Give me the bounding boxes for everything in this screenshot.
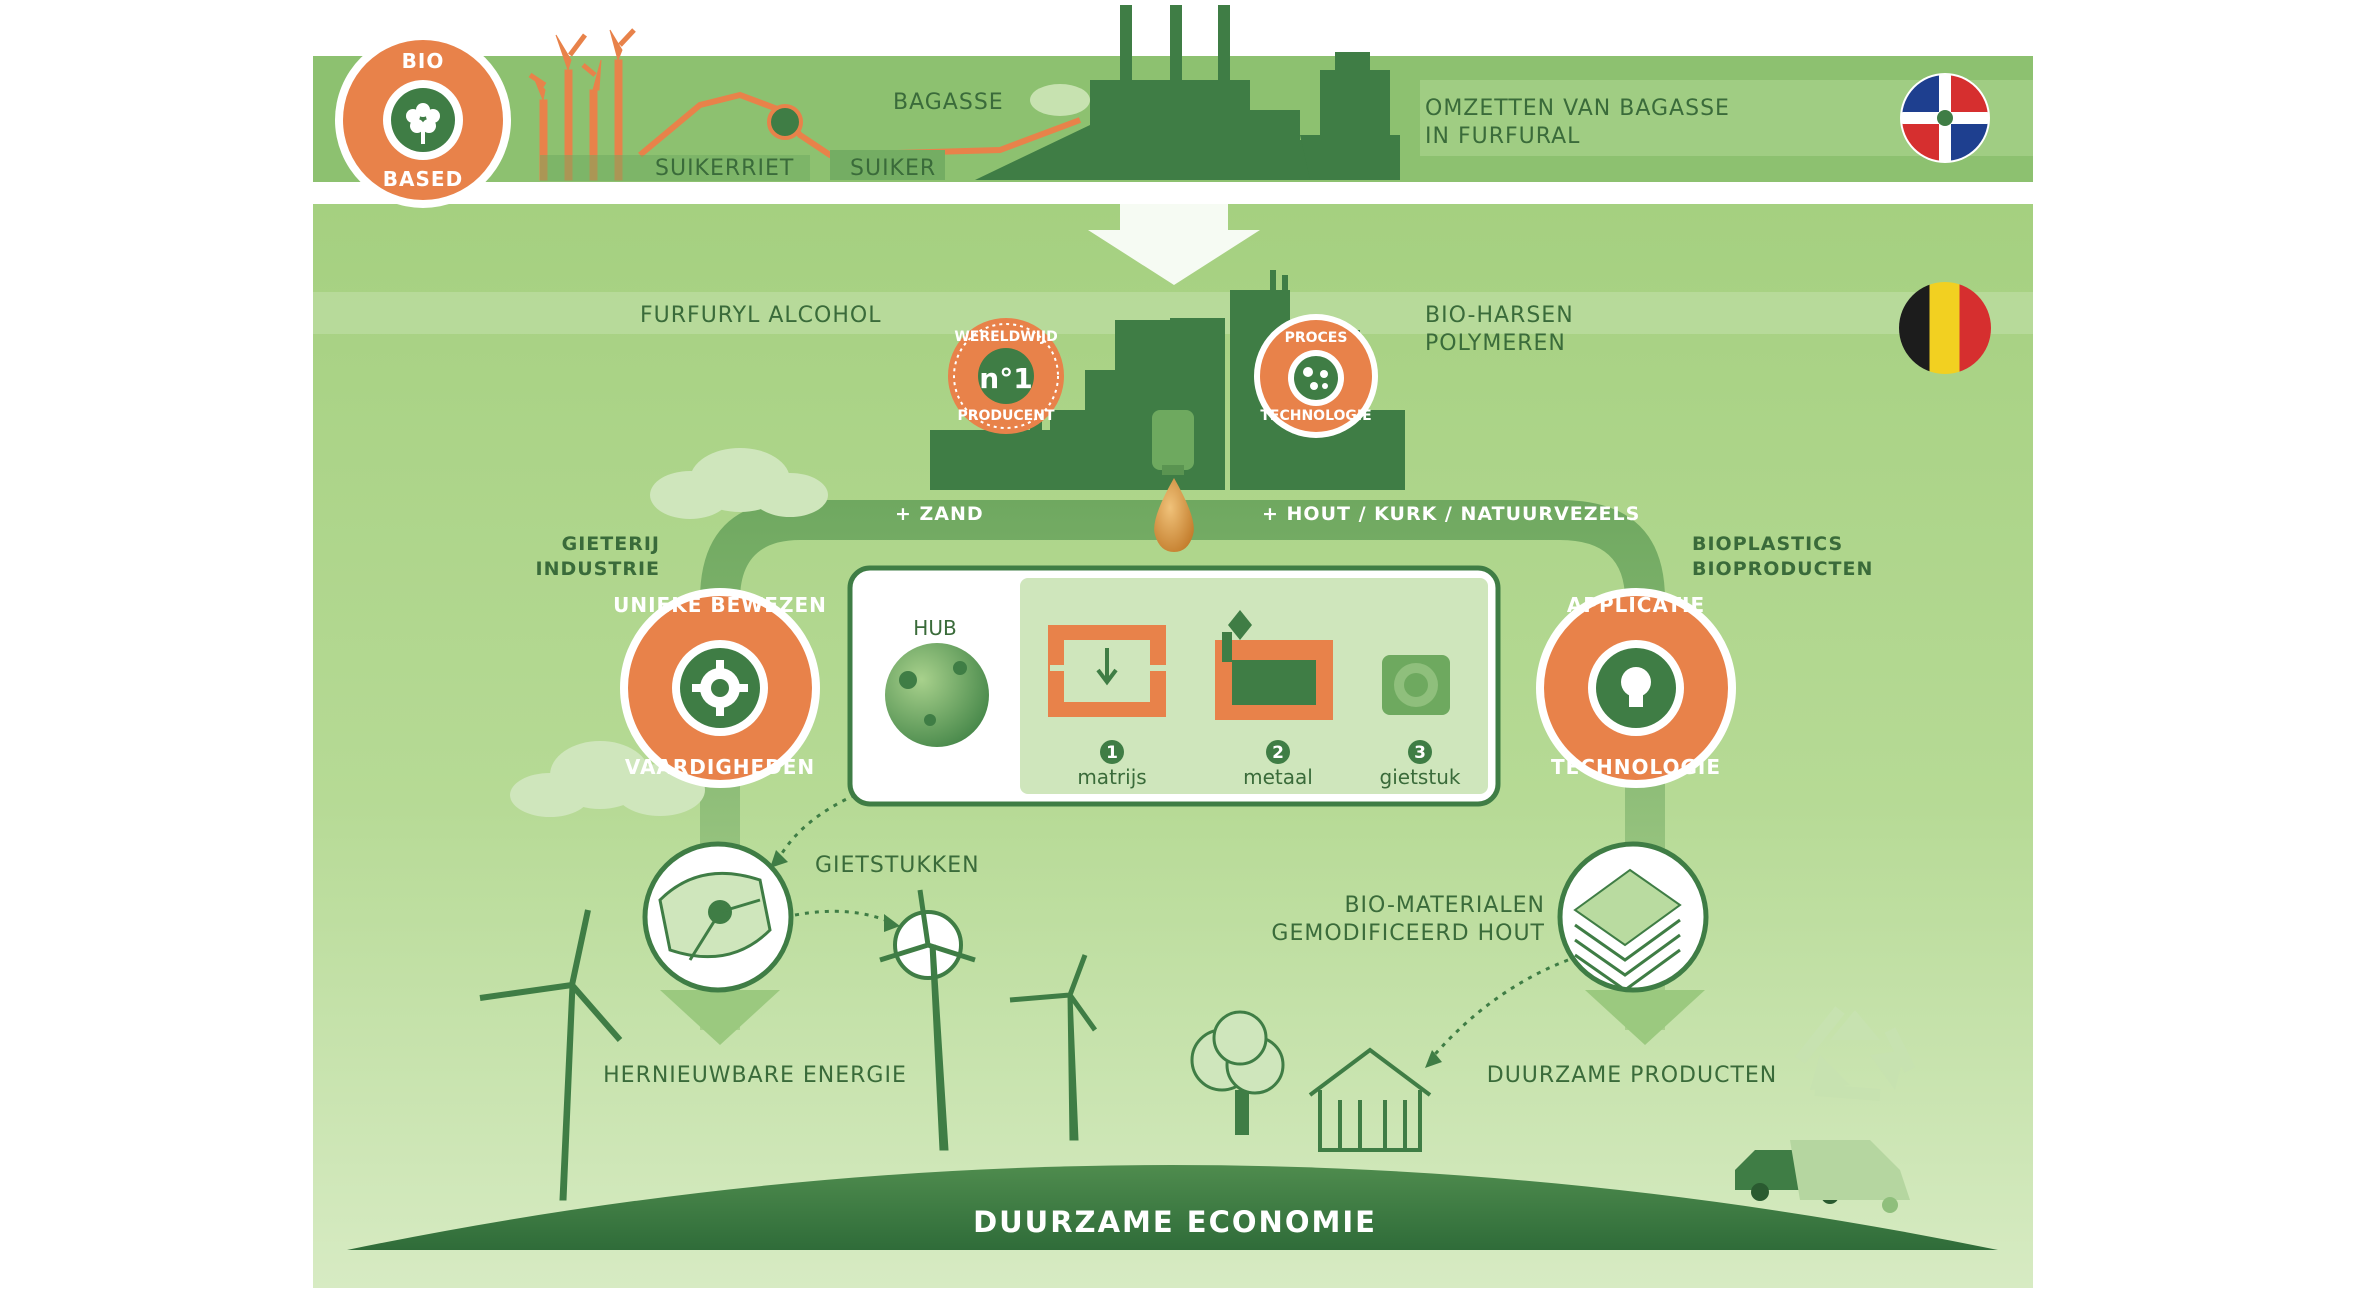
casting-icon [1382,655,1450,715]
bioresins-label-line2: POLYMEREN [1425,331,1566,356]
bio-badge-top-text: BIO [402,49,445,73]
dotted-arrows [776,793,1569,1061]
biomaterials-label-line2: GEMODIFICEERD HOUT [1271,921,1545,946]
step-2 [1266,740,1290,764]
turbine-hub-icon [879,889,976,980]
step-1-label: matrijs [1077,765,1146,789]
hub-label: HUB [913,616,956,640]
foundry-label-line1: GIETERIJ [562,533,660,555]
gear-icon [692,660,748,716]
sustainable-products-label: DUURZAME PRODUCTEN [1487,1063,1778,1088]
bioresins-label-line1: BIO-HARSEN [1425,303,1574,328]
wood-label: + HOUT / KURK / NATUURVEZELS [1262,503,1640,525]
bio-badge-bottom-text: BASED [383,167,463,191]
cloud-left-bottom [510,741,705,817]
ground-hill [347,1165,1998,1250]
process-badge-bottom-text: TECHNOLOGIE [1260,408,1371,424]
mold-icon [1048,625,1166,717]
process-arch [660,500,1705,1045]
step-3-number: 3 [1414,743,1426,763]
step-3-label: gietstuk [1380,765,1461,789]
unique-skills-badge [620,588,820,788]
funnel-icon [1152,410,1194,475]
wind-turbines [479,909,1098,1201]
application-badge-bottom-text: TECHNOLOGIE [1551,755,1721,779]
sugarcane-label: SUIKERRIET [655,156,794,181]
furfuryl-label: FURFURYL ALCOHOL [640,303,881,328]
bagasse-label: BAGASSE [893,90,1004,115]
bio-based-badge [335,32,511,208]
sustainable-economy-title: DUURZAME ECONOMIE [973,1205,1377,1239]
application-badge-top-text: APPLICATIE [1567,593,1705,617]
conveyor-illustration [540,91,1082,181]
resin-drop-icon [1154,478,1194,552]
bioplastics-label-line1: BIOPLASTICS [1692,533,1843,555]
sand-label: + ZAND [895,503,984,525]
world-badge-bottom-text: PRODUCENT [957,408,1054,424]
process-badge-top-text: PROCES [1285,330,1348,346]
skills-badge-bottom-text: VAARDIGHEDEN [625,755,815,779]
tree-icon [1190,1010,1285,1135]
lightbulb-icon [1621,667,1651,707]
flower-icon [406,103,440,144]
world-badge-number: n°1 [979,362,1032,395]
process-technology-badge [1254,314,1378,438]
dominican-republic-flag-icon [1900,73,1990,163]
top-cloud [1030,84,1090,116]
step-3 [1408,740,1432,764]
step-1 [1100,740,1124,764]
world-badge-top-text: WERELDWIJD [954,329,1057,345]
skills-badge-top-text: UNIEKE BEWEZEN [613,593,827,617]
biomaterials-label-line1: BIO-MATERIALEN [1344,893,1545,918]
convert-label-line2: IN FURFURAL [1425,124,1580,149]
down-arrow [1088,190,1260,285]
step-2-label: metaal [1243,765,1313,789]
step-1-number: 1 [1106,743,1118,763]
house-icon [1308,1047,1432,1152]
arrowheads [770,850,1442,1068]
cloud-left-top [650,448,828,519]
step-2-number: 2 [1272,743,1284,763]
van-icon [1790,1140,1910,1213]
recycle-icon [1795,1006,1916,1101]
wood-layers-icon [1557,841,1709,993]
sugar-label: SUIKER [850,156,936,181]
renewable-energy-label: HERNIEUWBARE ENERGIE [603,1063,907,1088]
belgium-flag-icon [1899,282,1991,374]
metal-icon [1215,610,1333,720]
castings-label: GIETSTUKKEN [815,853,980,878]
top-factory-illustration [975,5,1400,180]
foundry-label-line2: INDUSTRIE [536,558,661,580]
generator-icon [642,841,794,993]
world-number-one-badge [948,318,1064,434]
hub-icon [885,643,989,747]
convert-label-line1: OMZETTEN VAN BAGASSE [1425,96,1730,121]
application-technology-badge [1536,588,1736,788]
bioplastics-label-line2: BIOPRODUCTEN [1692,558,1873,580]
